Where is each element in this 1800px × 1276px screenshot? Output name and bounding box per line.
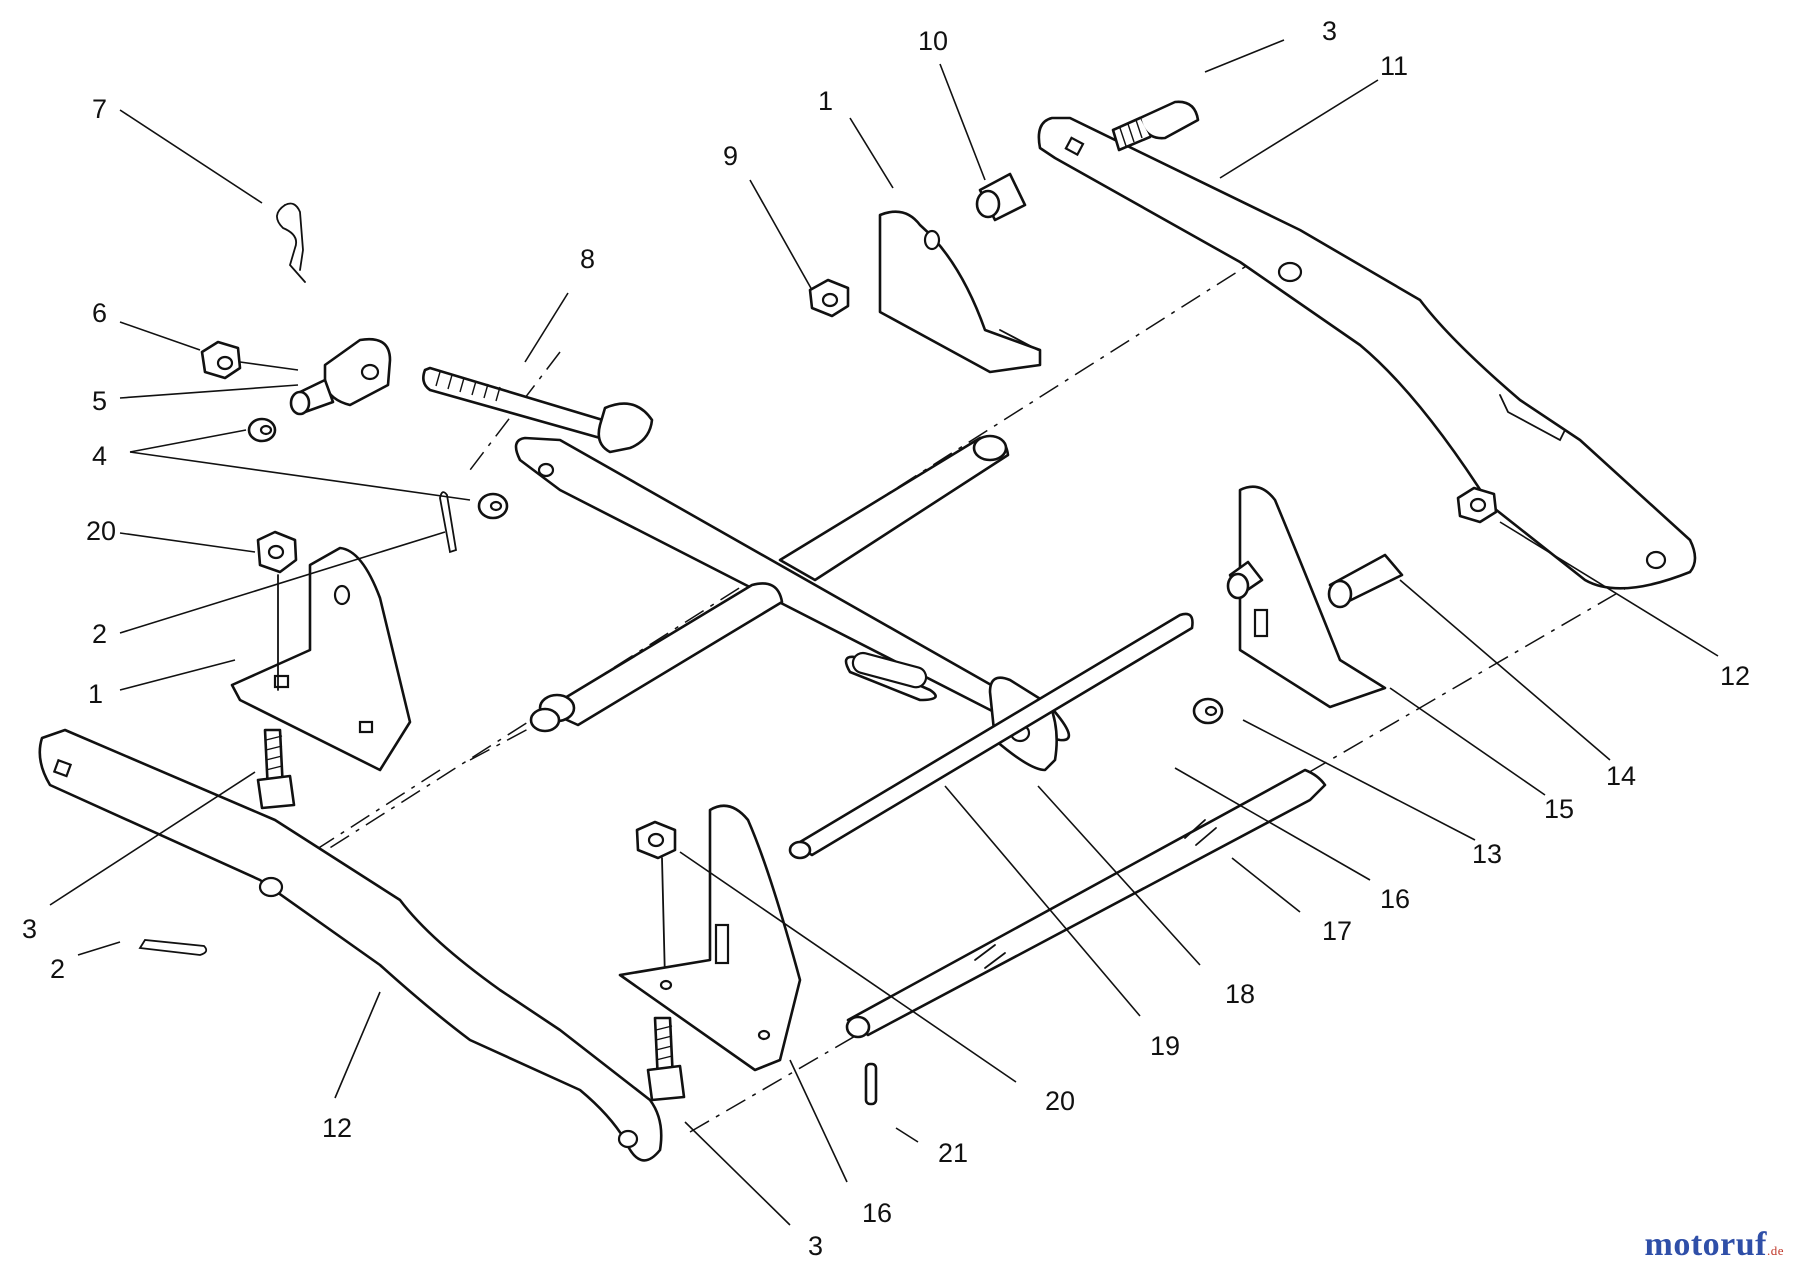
- part-1-upper-bracket: [878, 210, 1042, 374]
- callout-15: 15: [1544, 794, 1574, 824]
- callout-12-left: 12: [322, 1113, 352, 1143]
- part-11-right-arm: [1037, 116, 1697, 590]
- callout-14: 14: [1606, 761, 1636, 791]
- callout-19: 19: [1150, 1031, 1180, 1061]
- callout-9: 9: [723, 141, 738, 171]
- part-4-washers: [247, 417, 1224, 725]
- callout-20-lower: 20: [1045, 1086, 1075, 1116]
- callout-7: 7: [92, 94, 107, 124]
- leader-lines: [49, 39, 1719, 1226]
- part-3-bolts: [256, 100, 1200, 1102]
- part-6-nut: [200, 340, 242, 380]
- part-21-pin: [864, 1062, 878, 1106]
- part-5-block: [289, 337, 392, 416]
- callout-21: 21: [938, 1138, 968, 1168]
- callout-6: 6: [92, 298, 107, 328]
- callout-16-right: 16: [1380, 884, 1410, 914]
- part-7-hairpin: [276, 202, 306, 283]
- callout-2-lower: 2: [50, 954, 65, 984]
- callout-1-upper: 1: [818, 86, 833, 116]
- callout-2-upper: 2: [92, 619, 107, 649]
- callout-10: 10: [918, 26, 948, 56]
- callout-labels: 7 6 5 4 20 2 1 3 2 12 8 9 1 10 3 11 12 1…: [22, 16, 1750, 1261]
- part-1-left-bracket: [230, 546, 412, 772]
- watermark-logo: motoruf.de: [1645, 1226, 1785, 1264]
- callout-13: 13: [1472, 839, 1502, 869]
- hex-nuts: [808, 278, 1498, 524]
- watermark-domain: .de: [1766, 1243, 1784, 1258]
- callout-8: 8: [580, 244, 595, 274]
- callout-1-left: 1: [88, 679, 103, 709]
- part-2-cotter-pins: [138, 491, 458, 956]
- callout-11: 11: [1380, 51, 1408, 81]
- callout-3-left: 3: [22, 914, 37, 944]
- callout-20-left: 20: [86, 516, 116, 546]
- part-20-nuts: [256, 530, 677, 981]
- shafts: [529, 434, 1327, 1039]
- callout-3-upper: 3: [1322, 16, 1337, 46]
- callout-5: 5: [92, 386, 107, 416]
- part-16-lower-bracket: [618, 804, 802, 1072]
- callout-18: 18: [1225, 979, 1255, 1009]
- callout-3-lower: 3: [808, 1231, 823, 1261]
- watermark-brand: motoruf: [1644, 1226, 1767, 1263]
- callout-16-lower: 16: [862, 1198, 892, 1228]
- callout-4: 4: [92, 441, 107, 471]
- callout-12-right: 12: [1720, 661, 1750, 691]
- cross-arm: [514, 436, 1071, 772]
- spacers: [975, 172, 1404, 609]
- part-12-left-arm: [38, 728, 663, 1162]
- part-15-right-bracket: [1238, 485, 1387, 709]
- callout-17: 17: [1322, 916, 1352, 946]
- part-8-link-rod: [422, 366, 654, 454]
